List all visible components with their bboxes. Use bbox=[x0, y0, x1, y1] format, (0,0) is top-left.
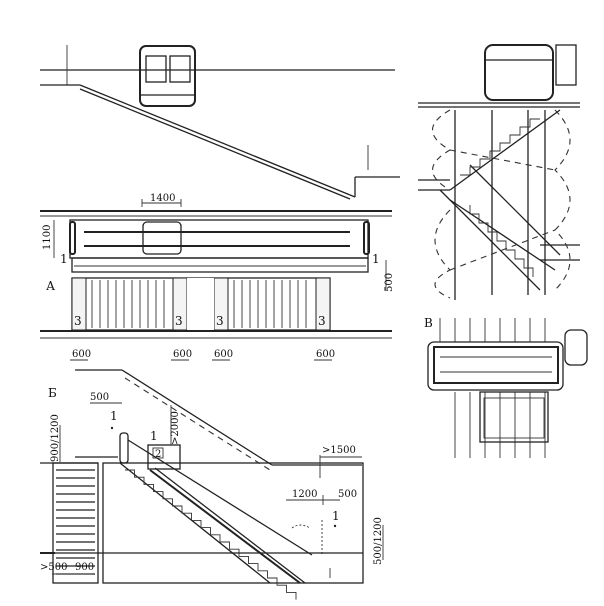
zone-3: 3 bbox=[175, 314, 183, 328]
platform-number: 2 bbox=[155, 449, 161, 460]
dim-600: 600 bbox=[316, 349, 335, 360]
dim-600: 600 bbox=[173, 349, 192, 360]
marker-1-right: 1 bbox=[372, 252, 380, 266]
dim-500-top: 500 bbox=[90, 392, 109, 403]
section-b-letter: Б bbox=[48, 386, 57, 400]
dim-1200: 1200 bbox=[292, 489, 317, 500]
marker-1-left: 1 bbox=[60, 252, 68, 266]
dim-1400: 1400 bbox=[150, 193, 175, 204]
dim-600: 600 bbox=[72, 349, 91, 360]
section-v: В bbox=[424, 316, 588, 458]
section-b: Б 500 1 900/1200 2 1 >2000 >1500 1200 50… bbox=[40, 369, 384, 600]
top-elevation bbox=[40, 45, 400, 200]
dim-floor-900: 900 bbox=[75, 562, 94, 573]
marker-1-top: 1 bbox=[110, 409, 118, 423]
dim-2000: >2000 bbox=[170, 411, 181, 445]
section-a: 1400 1100 1 1 500 А 3 3 3 3 600 600 600 … bbox=[40, 193, 395, 361]
stair-steps bbox=[125, 469, 297, 600]
carriage bbox=[142, 221, 182, 255]
zone-3: 3 bbox=[318, 314, 326, 328]
zone-3: 3 bbox=[216, 314, 224, 328]
section-a-letter: А bbox=[46, 279, 55, 293]
stair-steps bbox=[469, 205, 534, 277]
zone-3: 3 bbox=[74, 314, 82, 328]
platform bbox=[147, 444, 181, 470]
marker-1-platform: 1 bbox=[150, 429, 158, 443]
section-v-letter: В bbox=[424, 316, 433, 330]
dim-500-bottom: 500 bbox=[338, 489, 357, 500]
dim-900-1200: 900/1200 bbox=[50, 414, 61, 462]
dim-1100: 1100 bbox=[42, 225, 53, 250]
dim-500-1200: 500/1200 bbox=[373, 517, 384, 565]
dim-floor-500: >500 bbox=[40, 562, 67, 573]
stair-steps bbox=[460, 118, 540, 176]
lift-cabin bbox=[139, 45, 196, 107]
marker-1-bottom: 1 bbox=[332, 509, 340, 523]
stairwell-elevation bbox=[418, 44, 580, 300]
dim-600: 600 bbox=[214, 349, 233, 360]
dim-500-side: 500 bbox=[384, 273, 395, 292]
dim-1500: >1500 bbox=[322, 445, 356, 456]
